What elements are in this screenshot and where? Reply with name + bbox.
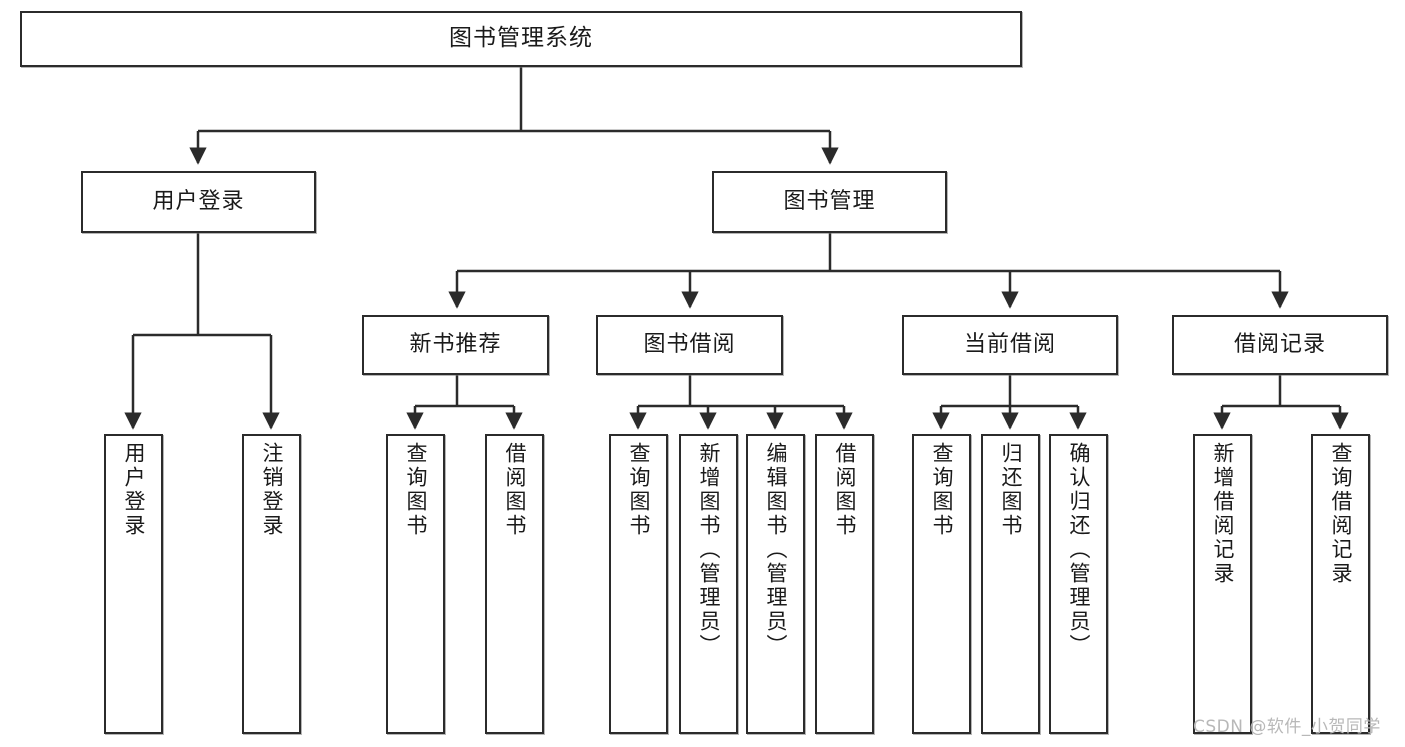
leaf-recommend-query-books[interactable]: 查询图书 (386, 434, 445, 734)
node-borrowing-records[interactable]: 借阅记录 (1172, 315, 1388, 375)
node-current-borrowing[interactable]: 当前借阅 (902, 315, 1118, 375)
node-label: 注销登录 (260, 442, 284, 538)
leaf-current-query-books[interactable]: 查询图书 (912, 434, 971, 734)
leaf-current-confirm-return-admin[interactable]: 确认归还（管理员） (1049, 434, 1108, 734)
leaf-record-add-borrow-record[interactable]: 新增借阅记录 (1193, 434, 1252, 734)
node-label: 图书管理 (783, 189, 876, 215)
leaf-user-login-logout[interactable]: 注销登录 (242, 434, 301, 734)
node-user-login[interactable]: 用户登录 (81, 171, 316, 233)
node-label: 归还图书 (999, 442, 1023, 538)
leaf-borrow-edit-book-admin[interactable]: 编辑图书（管理员） (746, 434, 805, 734)
node-book-management[interactable]: 图书管理 (712, 171, 947, 233)
node-label: 新增图书（管理员） (697, 442, 721, 658)
node-book-borrowing[interactable]: 图书借阅 (596, 315, 783, 375)
node-label: 查询图书 (627, 442, 651, 538)
csdn-watermark: CSDN @软件_小贺同学 (1193, 717, 1381, 737)
leaf-borrow-add-book-admin[interactable]: 新增图书（管理员） (679, 434, 738, 734)
node-label: 借阅图书 (833, 442, 857, 538)
node-label: 查询图书 (404, 442, 428, 538)
node-label: 新增借阅记录 (1211, 442, 1235, 586)
node-label: 图书管理系统 (449, 25, 593, 52)
node-label: 确认归还（管理员） (1067, 442, 1091, 658)
node-label: 借阅记录 (1233, 332, 1326, 358)
node-label: 用户登录 (122, 442, 146, 538)
node-label: 用户登录 (152, 189, 245, 215)
leaf-recommend-borrow-books[interactable]: 借阅图书 (485, 434, 544, 734)
leaf-record-query-borrow-record[interactable]: 查询借阅记录 (1311, 434, 1370, 734)
node-new-book-recommendation[interactable]: 新书推荐 (362, 315, 549, 375)
node-label: 编辑图书（管理员） (764, 442, 788, 658)
leaf-borrow-borrow-books[interactable]: 借阅图书 (815, 434, 874, 734)
node-label: 查询图书 (930, 442, 954, 538)
node-label: 图书借阅 (643, 332, 736, 358)
node-root-book-management-system[interactable]: 图书管理系统 (20, 11, 1022, 67)
node-label: 查询借阅记录 (1329, 442, 1353, 586)
leaf-current-return-books[interactable]: 归还图书 (981, 434, 1040, 734)
node-label: 当前借阅 (963, 332, 1056, 358)
node-label: 新书推荐 (409, 332, 502, 358)
leaf-user-login-signin[interactable]: 用户登录 (104, 434, 163, 734)
node-label: 借阅图书 (503, 442, 527, 538)
leaf-borrow-query-books[interactable]: 查询图书 (609, 434, 668, 734)
